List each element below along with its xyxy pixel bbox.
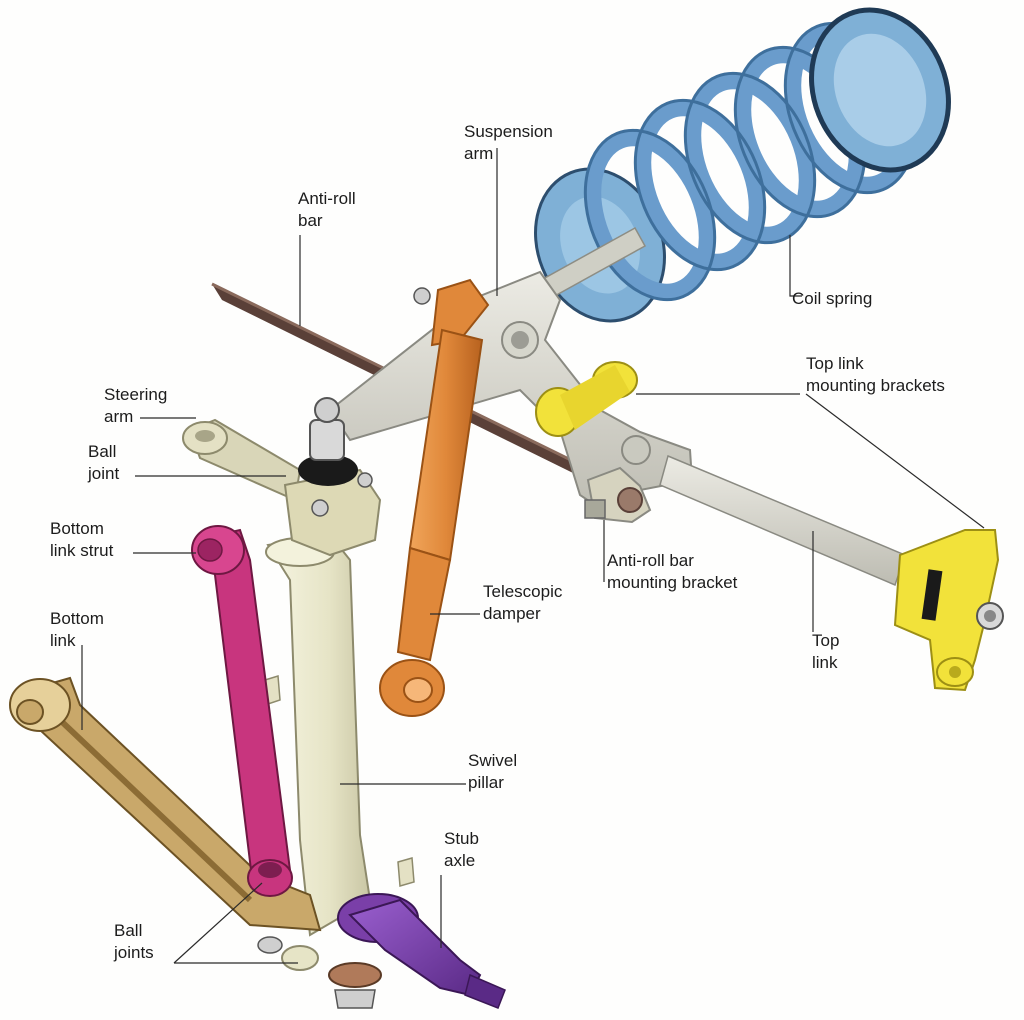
label-swivel-pillar-line2: pillar (468, 773, 504, 792)
label-ball-joints: Ball joints (114, 920, 154, 964)
label-bottom-link-line2: link (50, 631, 76, 650)
label-bottom-link-strut-line2: link strut (50, 541, 114, 560)
label-anti-roll-bar-mounting-bracket: Anti-roll bar mounting bracket (607, 550, 737, 594)
label-ball-joint: Ball joint (88, 441, 119, 485)
anti-roll-bar-mounting-bracket (584, 466, 652, 524)
lower-ball-joint (257, 936, 319, 971)
telescopic-damper (379, 278, 490, 717)
stub-axle (328, 893, 506, 1009)
label-anti-roll-bar-bracket-line2: mounting bracket (607, 573, 738, 592)
label-bottom-link-strut: Bottom link strut (50, 518, 113, 562)
label-suspension-arm: Suspension arm (464, 121, 553, 165)
label-telescopic-damper-line2: damper (483, 604, 541, 623)
leader-lines (81, 148, 985, 964)
label-bottom-link-strut-line1: Bottom (50, 519, 104, 538)
label-top-link-line1: Top (812, 631, 840, 650)
coil-spring (534, 7, 951, 323)
label-top-link-line2: link (812, 653, 838, 672)
swivel-pillar (264, 468, 415, 937)
upper-ball-joint (298, 397, 358, 486)
label-top-link-brackets-line1: Top link (806, 354, 864, 373)
bottom-link (9, 676, 322, 932)
bottom-link-strut (191, 525, 293, 897)
label-bottom-link-line1: Bottom (50, 609, 104, 628)
label-coil-spring: Coil spring (792, 289, 873, 308)
label-stub-axle-line2: axle (444, 851, 476, 870)
label-bottom-link: Bottom link (50, 608, 104, 652)
label-ball-joints-line1: Ball (114, 921, 143, 940)
label-steering-arm: Steering arm (104, 384, 167, 428)
label-top-link-mounting-brackets: Top link mounting brackets (806, 353, 945, 397)
label-anti-roll-bar-bracket-line1: Anti-roll bar (607, 551, 694, 570)
label-ball-joint-line2: joint (88, 464, 120, 483)
top-link-mounting-bracket-outer (893, 529, 1004, 692)
label-anti-roll-bar-line1: Anti-roll (298, 189, 356, 208)
label-top-link: Top link (812, 630, 839, 674)
label-ball-joint-line1: Ball (88, 442, 117, 461)
label-stub-axle-line1: Stub (444, 829, 479, 848)
label-swivel-pillar-line1: Swivel (468, 751, 518, 770)
label-steering-arm-line2: arm (104, 407, 134, 426)
label-steering-arm-line1: Steering (104, 385, 168, 404)
label-anti-roll-bar-line2: bar (298, 211, 323, 230)
top-link-rod (659, 454, 906, 587)
label-stub-axle: Stub axle (444, 828, 479, 872)
label-anti-roll-bar: Anti-roll bar (298, 188, 356, 232)
top-link-mounting-bracket-inner (535, 361, 638, 437)
label-ball-joints-line2: joints (114, 943, 154, 962)
label-top-link-brackets-line2: mounting brackets (806, 376, 945, 395)
steering-arm (182, 418, 302, 502)
label-suspension-arm-line2: arm (464, 144, 494, 163)
label-telescopic-damper-line1: Telescopic (483, 582, 563, 601)
label-telescopic-damper: Telescopic damper (483, 581, 562, 625)
label-swivel-pillar: Swivel pillar (468, 750, 517, 794)
label-suspension-arm-line1: Suspension (464, 122, 553, 141)
